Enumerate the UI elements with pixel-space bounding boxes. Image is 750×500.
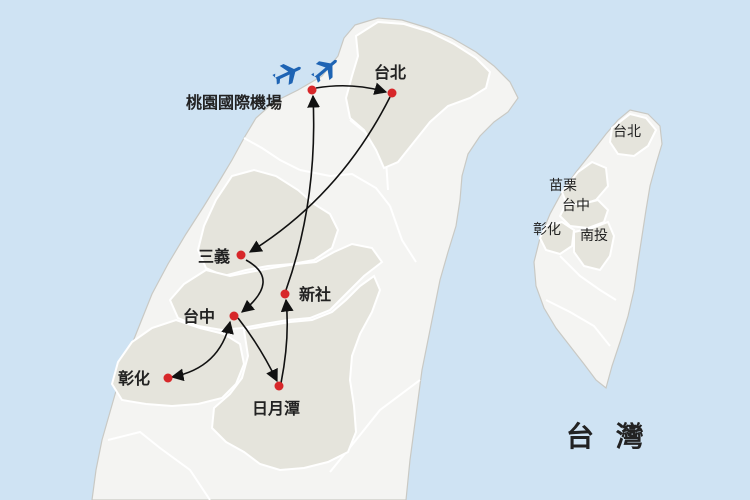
inset-labels: 台北 苗栗 台中 彰化 南投: [533, 124, 641, 244]
stop-markers: [163, 85, 397, 391]
label-airport: 桃園國際機場: [186, 93, 282, 112]
stop-marker-taipei: [387, 88, 397, 98]
route-taichung-changhua: [170, 320, 234, 382]
airplane-departure-icon: [272, 64, 301, 85]
map-title: 台 灣: [566, 420, 650, 453]
stop-labels: 桃園國際機場 台北 三義 新社 台中 彰化 日月潭: [118, 63, 406, 418]
taiwan-inset-map: [533, 109, 663, 390]
route-sanyi-to-taichung: [241, 259, 264, 313]
taipei-region: [344, 20, 492, 170]
route-taipei-to-sanyi: [248, 96, 391, 253]
label-xinshe: 新社: [299, 285, 331, 304]
stop-marker-taichung: [229, 311, 239, 321]
route-xinshe-to-airport: [285, 94, 320, 291]
stop-marker-airport: [307, 85, 317, 95]
stop-marker-sanyi: [236, 250, 246, 260]
inset-label-nantou: 南投: [580, 228, 608, 244]
route-taichung-to-sunmoonlake: [237, 317, 278, 383]
stop-marker-sunmoonlake: [274, 381, 284, 391]
airplane-icon: [311, 59, 337, 83]
label-sunmoonlake: 日月潭: [252, 399, 300, 418]
inset-label-taichung: 台中: [562, 198, 590, 214]
label-taichung: 台中: [183, 307, 215, 326]
inset-label-taipei: 台北: [613, 124, 641, 140]
inset-label-changhua: 彰化: [533, 221, 561, 238]
label-taipei: 台北: [374, 63, 406, 82]
label-sanyi: 三義: [198, 247, 230, 266]
route-airport-to-taipei: [315, 82, 388, 95]
inset-label-miaoli: 苗栗: [549, 178, 577, 194]
stop-marker-xinshe: [280, 289, 290, 299]
nantou-region: [210, 274, 382, 472]
label-changhua: 彰化: [118, 369, 150, 388]
miaoli-region: [196, 168, 340, 278]
route-sunmoonlake-to-xinshe: [280, 298, 294, 384]
stop-marker-changhua: [163, 373, 173, 383]
tour-route: [170, 82, 391, 384]
